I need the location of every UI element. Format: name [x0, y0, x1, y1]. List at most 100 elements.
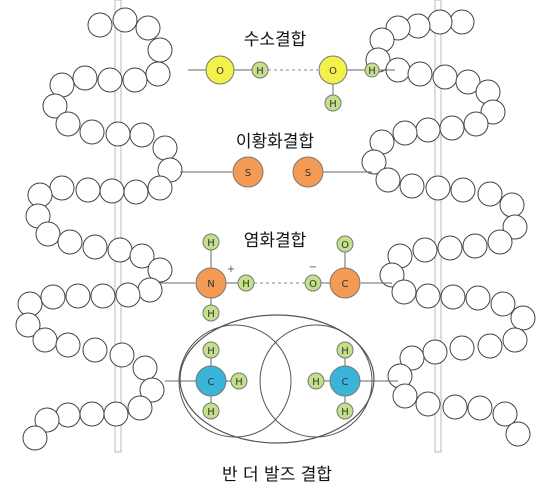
nitrogen-atom: N [195, 267, 227, 299]
vdw-right-carbon-atom: C [329, 365, 361, 397]
chain-bead [465, 285, 491, 311]
hbond-oxygen-right-atom: O [318, 55, 348, 85]
vdw-right-hydrogen-bottom-symbol: H [341, 407, 349, 418]
hydrogen-bond-label: 수소결합 [244, 30, 307, 50]
vdw-left-carbon-symbol: C [208, 377, 215, 388]
carboxyl-carbon-atom: C [329, 267, 361, 299]
sulfur-right-symbol: S [305, 168, 311, 179]
vdw-right-hydrogen-top-symbol: H [341, 346, 349, 357]
chain-bead [449, 335, 475, 361]
vdw-left-hydrogen-bottom-atom: H [202, 402, 220, 420]
sulfur-left-atom: S [232, 156, 264, 188]
chain-bead [442, 394, 468, 420]
chain-bead [15, 312, 41, 338]
ionic-bond-group: 염화결합 H N H + H − O [160, 231, 392, 322]
chain-bead [34, 407, 60, 433]
ionic-hydrogen-bottom-atom: H [202, 304, 220, 322]
chain-bead [109, 342, 135, 368]
chain-bead [105, 121, 131, 147]
ionic-hydrogen-middle-atom: H [237, 274, 255, 292]
chain-bead [55, 332, 81, 358]
ionic-hydrogen-bottom-symbol: H [207, 309, 215, 320]
chain-bead [412, 237, 438, 263]
chain-bead [82, 234, 108, 260]
chain-bead [415, 391, 441, 417]
chain-bead [415, 117, 441, 143]
hbond-oxygen-left-atom: O [205, 55, 235, 85]
ionic-oxygen-double-symbol: O [341, 240, 349, 251]
hbond-hydrogen-bottom-symbol: H [329, 99, 337, 110]
chain-bead [145, 61, 171, 87]
chain-bead [147, 175, 173, 201]
chain-bead [49, 72, 75, 98]
chain-bead [440, 284, 466, 310]
chain-bead [492, 401, 518, 427]
chain-bead [499, 192, 525, 218]
chain-bead [379, 262, 405, 288]
sulfur-left-symbol: S [245, 168, 251, 179]
chain-bead [439, 115, 465, 141]
right-backbone-rail [434, 0, 442, 453]
vdw-right-carbon-symbol: C [342, 377, 349, 388]
chain-bead [90, 283, 116, 309]
chain-bead [55, 402, 81, 428]
ionic-oxygen-single-symbol: O [309, 279, 317, 290]
ionic-bond-label: 염화결합 [244, 231, 307, 251]
chain-bead [147, 257, 173, 283]
hbond-hydrogen-atom: H [251, 61, 269, 79]
chain-bead [99, 178, 125, 204]
chain-bead [79, 119, 105, 145]
chain-bead [477, 333, 503, 359]
vdw-right-hydrogen-left-symbol: H [312, 377, 320, 388]
chain-bead [505, 421, 531, 447]
chain-bead [455, 69, 481, 95]
chain-bead [27, 182, 53, 208]
chain-bead [75, 177, 101, 203]
van-der-waals-label: 반 더 발즈 결합 [222, 465, 332, 485]
chain-bead [49, 175, 75, 201]
hbond-hydrogen-right-symbol: H [368, 66, 376, 77]
chain-bead [502, 327, 528, 353]
vdw-left-hydrogen-right-atom: H [230, 372, 248, 390]
chain-bead [40, 284, 66, 310]
vdw-left-hydrogen-bottom-symbol: H [207, 407, 215, 418]
chain-bead [425, 175, 451, 201]
left-protein-chain [15, 7, 183, 451]
chain-bead [510, 305, 536, 331]
chain-bead [463, 111, 489, 137]
chain-bead [361, 149, 387, 175]
ionic-oxygen-double-atom: O [336, 235, 354, 253]
vdw-left-carbon-atom: C [195, 365, 227, 397]
disulfide-bond-label: 이황화결합 [236, 132, 315, 152]
chain-bead [399, 173, 425, 199]
chain-bead [391, 279, 417, 305]
chain-bead [97, 67, 123, 93]
hbond-oxygen-right-symbol: O [329, 66, 337, 77]
hbond-hydrogen-right-atom: H [364, 62, 380, 78]
hydrogen-bond-group: 수소결합 O H O H H [188, 30, 395, 112]
chain-bead [422, 339, 448, 365]
chain-bead [407, 61, 433, 87]
vdw-left-hydrogen-top-atom: H [202, 341, 220, 359]
chain-bead [107, 237, 133, 263]
vdw-right-hydrogen-left-atom: H [307, 372, 325, 390]
hbond-oxygen-left-symbol: O [216, 66, 224, 77]
chain-bead [152, 135, 178, 161]
chain-bead [129, 243, 155, 269]
chain-bead [32, 327, 58, 353]
chain-bead [432, 64, 458, 90]
chain-bead [42, 93, 68, 119]
carboxyl-carbon-symbol: C [342, 279, 349, 290]
backbone-rails [114, 0, 442, 453]
chain-bead [392, 120, 418, 146]
chain-bead [487, 229, 513, 255]
chain-bead [392, 383, 418, 409]
chain-bead [415, 283, 441, 309]
chain-bead [480, 99, 506, 125]
chain-bead [132, 355, 158, 381]
chain-bead [112, 7, 138, 33]
chain-bead [17, 291, 43, 317]
chain-bead [147, 37, 173, 63]
chain-bead [122, 67, 148, 93]
